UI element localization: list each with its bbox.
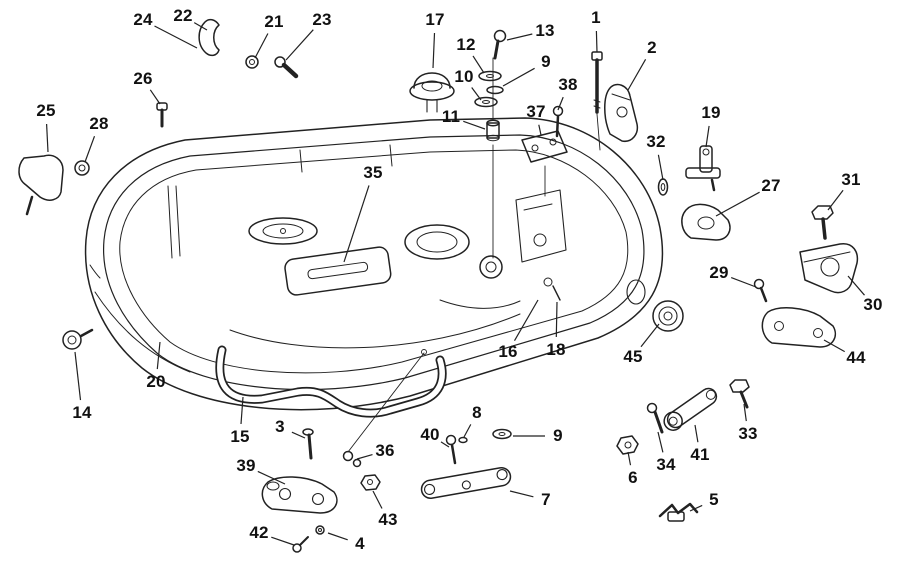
leader-line-19	[705, 125, 710, 148]
washer-9b	[492, 428, 512, 440]
leader-line-9a	[502, 67, 535, 87]
left-boss	[248, 217, 318, 245]
arm-7	[420, 466, 512, 500]
leader-line-23	[285, 29, 314, 61]
spacer-11	[486, 119, 500, 142]
bolt-34	[646, 402, 664, 434]
washer-28	[74, 160, 90, 176]
handle-25	[18, 154, 64, 201]
bolt-31	[811, 205, 834, 240]
tray-floor-edge	[119, 149, 629, 374]
leader-line-35	[343, 185, 370, 263]
leader-line-15	[240, 396, 244, 425]
leader-line-17	[432, 32, 436, 69]
leader-line-37	[538, 124, 542, 136]
bracket-44	[761, 307, 837, 348]
leader-line-24	[154, 25, 198, 49]
bolt-23-shaft	[281, 62, 299, 79]
leader-line-20	[156, 341, 161, 370]
leader-line-43	[372, 490, 383, 509]
bolt-8	[458, 436, 468, 444]
washer-4	[315, 525, 325, 535]
link-41	[663, 387, 718, 431]
leader-line-31	[827, 189, 844, 211]
washer-21	[245, 55, 259, 69]
screw-42	[292, 536, 309, 553]
leader-line-21	[254, 33, 269, 59]
leader-line-3	[291, 431, 306, 439]
leader-line-39	[257, 470, 286, 485]
leader-line-44	[823, 339, 845, 353]
leader-line-42	[271, 536, 295, 546]
bolt-33	[729, 379, 750, 409]
bracket-39	[261, 476, 338, 514]
plate-37	[521, 130, 568, 163]
leader-line-12	[472, 55, 485, 74]
leader-line-26	[149, 89, 161, 105]
mount-14	[62, 328, 94, 350]
clip-22	[198, 18, 220, 57]
leader-line-25	[46, 123, 49, 153]
bolt-26	[156, 102, 168, 128]
leader-line-22	[193, 22, 208, 31]
leader-line-27	[715, 191, 760, 217]
leader-line-36	[356, 454, 373, 460]
leader-line-33	[743, 403, 747, 422]
leader-line-40	[440, 441, 450, 448]
bolt-3	[302, 428, 314, 460]
tray-outer-rim	[84, 117, 664, 411]
tray-inner-rim	[103, 134, 645, 391]
bolt-40	[445, 434, 457, 465]
bracket-2	[604, 83, 639, 143]
leader-line-13	[506, 33, 533, 41]
washer-10	[474, 96, 498, 108]
leader-line-5	[689, 504, 703, 512]
plugs-36	[342, 450, 362, 468]
nut-43	[360, 474, 381, 491]
leader-line-41	[694, 424, 699, 443]
leader-line-8	[463, 424, 472, 438]
bolt-13-head	[493, 29, 507, 43]
leader-line-32	[657, 154, 664, 181]
leader-line-38	[557, 96, 564, 111]
leader-line-30	[847, 275, 865, 296]
bolt-38	[552, 105, 564, 138]
bolt-23-head	[274, 56, 286, 68]
leader-line-4	[327, 532, 348, 541]
leader-line-7	[509, 490, 534, 498]
washer-9a	[486, 85, 504, 95]
leader-line-14	[74, 351, 82, 401]
leader-line-11	[463, 120, 486, 130]
nut-6	[616, 435, 639, 455]
leader-line-16	[513, 299, 539, 342]
grommet-17	[409, 72, 455, 113]
leader-line-29	[730, 277, 757, 288]
bolt-29	[753, 278, 768, 303]
cover-plate	[284, 246, 392, 296]
bracket-27	[681, 203, 731, 241]
right-opening	[404, 224, 470, 260]
leader-line-28	[84, 135, 96, 163]
leader-line-18	[555, 301, 558, 338]
grommet-45	[652, 300, 684, 332]
leader-line-34	[657, 431, 664, 453]
leader-line-6	[627, 451, 632, 466]
bolt-13-shaft	[493, 39, 500, 60]
leader-line-10	[471, 87, 482, 101]
washer-12	[478, 70, 502, 82]
leader-line-2	[627, 59, 647, 91]
leader-line-1	[595, 30, 598, 53]
clip-5	[658, 502, 699, 522]
leader-line-45	[640, 323, 660, 348]
